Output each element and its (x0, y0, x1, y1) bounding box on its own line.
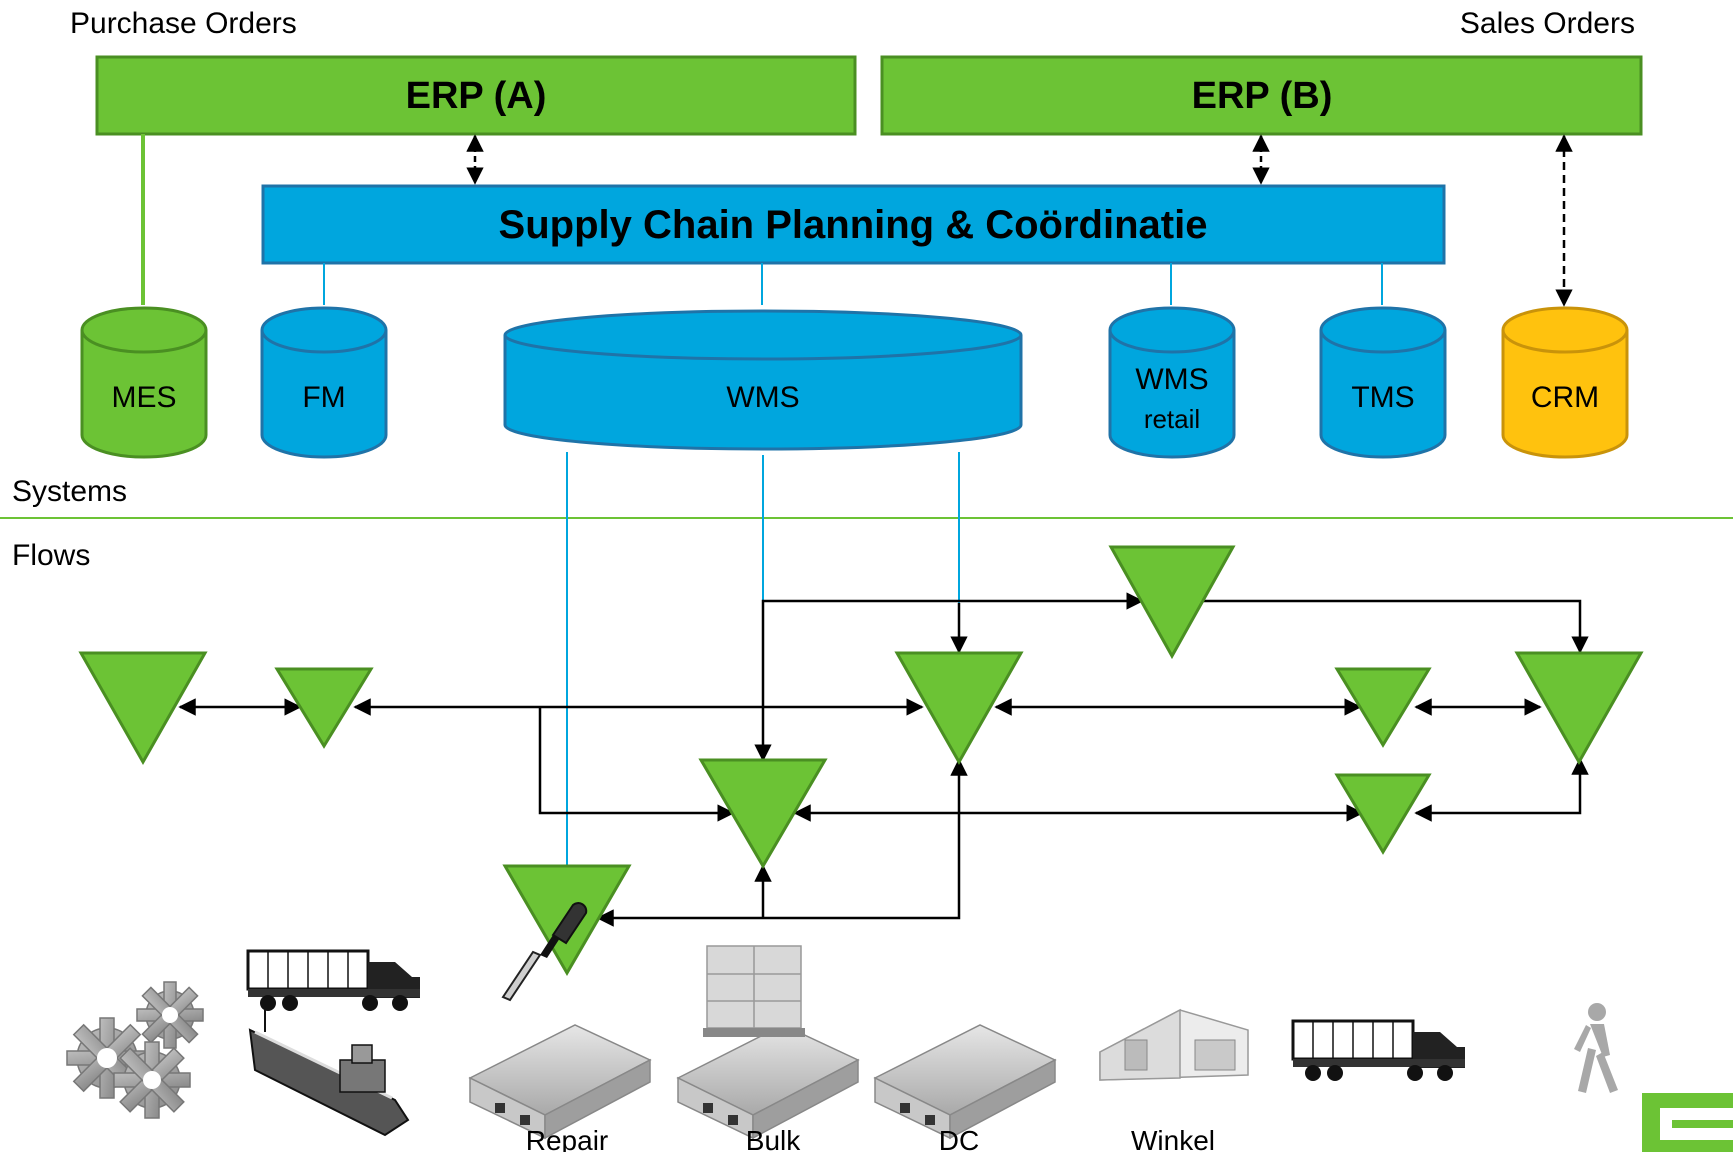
flow-connectors (178, 592, 1589, 927)
planning-db-connectors (323, 263, 1383, 305)
tms-database: TMS (1319, 306, 1447, 459)
dc-label: DC (939, 1125, 979, 1152)
planning-label: Supply Chain Planning & Coördinatie (499, 203, 1208, 247)
flow-node-return (1334, 773, 1432, 855)
logo-icon (1642, 1093, 1733, 1152)
truck-icon (246, 949, 420, 1011)
store-icon (1099, 1008, 1249, 1081)
fm-database: FM (260, 306, 388, 459)
mes-label: MES (111, 381, 176, 414)
purchase-orders-label: Purchase Orders (70, 7, 297, 40)
mes-database: MES (80, 306, 208, 459)
flow-node-customer (1514, 651, 1644, 766)
flow-node-dc (894, 651, 1024, 766)
flows-section-label: Flows (12, 539, 90, 572)
wms-database: WMS (503, 309, 1023, 451)
erp-b-label: ERP (B) (1192, 75, 1333, 117)
truck-icon (1291, 1019, 1465, 1081)
gears-icon (66, 981, 204, 1119)
warehouse-icon (468, 1024, 652, 1140)
repair-label: Repair (526, 1125, 608, 1152)
winkel-label: Winkel (1131, 1125, 1215, 1152)
wms-label: WMS (726, 381, 799, 414)
erp-b-box: ERP (B) (880, 55, 1643, 136)
wms-retail-database: WMS retail (1108, 306, 1236, 459)
crm-database: CRM (1501, 306, 1629, 459)
planning-box: Supply Chain Planning & Coördinatie (261, 184, 1446, 265)
flow-node-retail-transport (1334, 667, 1432, 748)
tms-label: TMS (1351, 381, 1414, 414)
erp-a-box: ERP (A) (95, 55, 857, 136)
ship-icon (248, 1010, 410, 1137)
warehouse-icon (676, 1024, 860, 1140)
person-walking-icon (1574, 1003, 1618, 1093)
systems-section-label: Systems (12, 475, 127, 508)
wms-retail-label: WMS (1135, 363, 1208, 396)
flow-node-winkel (1108, 545, 1236, 660)
wms-retail-sublabel: retail (1144, 404, 1200, 434)
pallet-icon (703, 945, 805, 1037)
erp-a-label: ERP (A) (406, 75, 547, 117)
flow-node-production (78, 651, 208, 766)
fm-label: FM (302, 381, 345, 414)
screwdriver-icon (501, 902, 588, 1002)
crm-label: CRM (1531, 381, 1599, 414)
flow-node-bulk (698, 758, 828, 869)
bulk-label: Bulk (746, 1125, 801, 1152)
warehouse-icon (873, 1024, 1057, 1140)
flow-node-transport (274, 667, 374, 749)
sales-orders-label: Sales Orders (1460, 7, 1635, 40)
